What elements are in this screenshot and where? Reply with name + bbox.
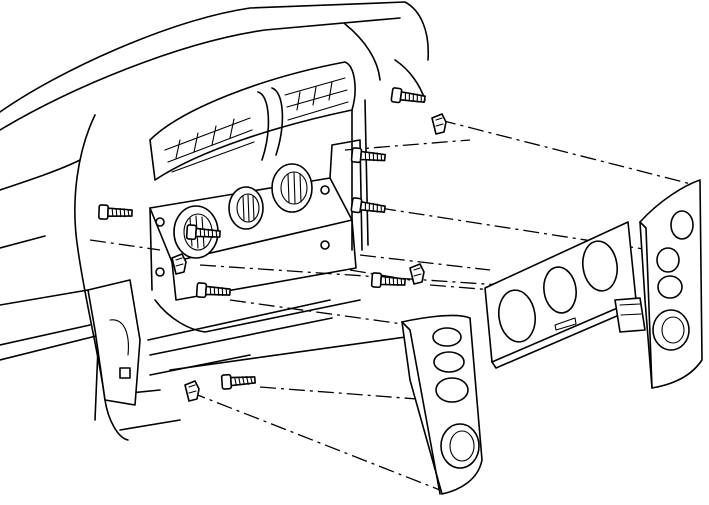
left-trim-panel — [401, 314, 483, 495]
clip-1 — [431, 113, 447, 135]
dashboard-top-edge — [0, 1, 430, 113]
screw-7 — [370, 272, 407, 290]
right-trim-panel — [614, 179, 703, 389]
assembly-line-1 — [439, 119, 696, 186]
clip-2 — [171, 253, 187, 275]
knob-middle — [228, 186, 264, 230]
assembly-line-2 — [344, 139, 471, 151]
assembly-line-4 — [199, 264, 501, 286]
right-panel-opening-2 — [656, 247, 680, 273]
screw-3 — [350, 196, 387, 217]
screw-8 — [220, 372, 257, 390]
clip-3 — [409, 263, 425, 285]
assembly-line-11 — [359, 254, 491, 271]
dashboard-side-contour — [0, 159, 81, 249]
trim-plate-opening-1 — [498, 289, 536, 343]
control-knobs — [173, 163, 313, 259]
lower-left-bracket — [87, 279, 141, 406]
right-panel-opening-3 — [657, 275, 683, 299]
screw-2 — [350, 146, 387, 166]
dashboard-lower-front — [0, 289, 101, 361]
clip-4 — [184, 380, 200, 402]
assembly-line-9 — [259, 386, 431, 401]
screw-6 — [195, 282, 232, 300]
left-panel-opening-1 — [432, 327, 462, 347]
center-trim-plate — [484, 221, 641, 369]
dashboard-left-body — [74, 114, 129, 441]
trim-plate-opening-2 — [543, 266, 577, 314]
assembly-line-7 — [229, 299, 411, 326]
right-panel-opening-1 — [670, 210, 694, 240]
assembly-line-8 — [189, 391, 441, 491]
trim-plate-opening-3 — [582, 240, 618, 292]
air-vent — [149, 61, 356, 181]
left-panel-opening-4 — [440, 423, 480, 469]
assembly-line-10 — [89, 239, 161, 251]
dashboard-right-upper — [344, 23, 426, 101]
knob-right — [271, 163, 313, 213]
left-panel-opening-3 — [435, 377, 469, 403]
dashboard-top-edge-2 — [0, 17, 401, 131]
screw-4 — [97, 204, 134, 221]
left-panel-opening-2 — [433, 351, 465, 373]
